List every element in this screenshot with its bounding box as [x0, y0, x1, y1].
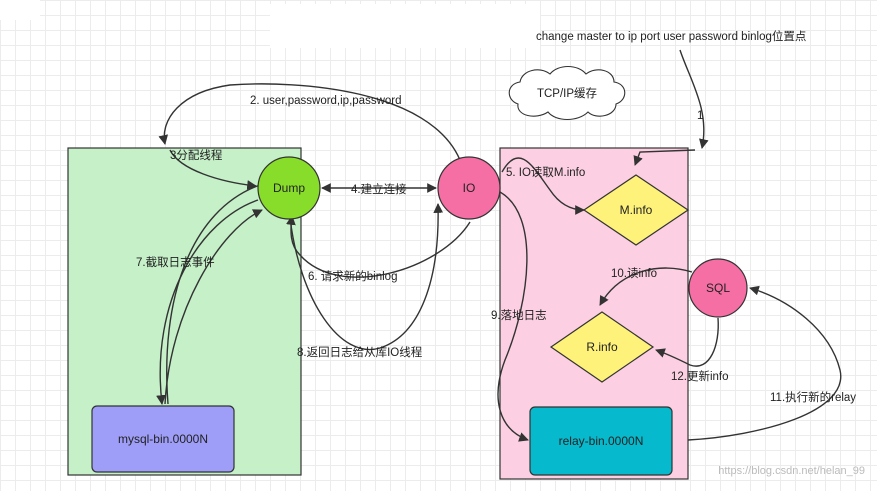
edge-12-label: 12.更新info [671, 369, 729, 383]
io-label: IO [463, 181, 476, 195]
edge-1-label: 1 [697, 110, 703, 122]
edge-8-label: 8.返回日志给从库IO线程 [297, 345, 423, 359]
edge-2 [158, 83, 461, 161]
edge-4-label: 4.建立连接 [351, 182, 407, 196]
edge-5-label: 5. IO读取M.info [506, 165, 585, 179]
edge-5 [501, 157, 585, 215]
blur-patch [270, 4, 540, 48]
io-node [437, 156, 501, 220]
edge-3 [169, 149, 257, 190]
edge-2-label: 2. user,password,ip,password [250, 95, 402, 107]
top-command-text: change master to ip port user password b… [536, 29, 806, 43]
edge-12 [655, 317, 719, 367]
edge-10-label: 10.读info [611, 266, 657, 280]
edge-7b [164, 209, 263, 405]
sql-label: SQL [706, 281, 730, 295]
edge-1b [633, 149, 696, 166]
edge-6-label: 6. 请求新的binlog [308, 269, 397, 283]
edge-7c [166, 184, 261, 405]
edge-3-label: 3分配线程 [170, 148, 223, 162]
mysqlbin-label: mysql-bin.0000N [118, 432, 208, 446]
relaybin-box [529, 406, 673, 476]
dump-node [257, 156, 321, 220]
mysqlbin-box [91, 405, 235, 473]
edge-9 [497, 191, 529, 442]
edge-6 [286, 215, 471, 278]
watermark: https://blog.csdn.net/helan_99 [718, 465, 865, 477]
cloud-label: TCP/IP缓存 [537, 86, 597, 100]
relaybin-label: relay-bin.0000N [559, 434, 644, 448]
edge-7a [156, 199, 259, 405]
edge-10 [599, 267, 693, 306]
edge-7-label: 7.截取日志事件 [136, 255, 215, 269]
edge-9-label: 9.落地日志 [491, 309, 547, 322]
blur-patch-left [0, 0, 40, 20]
edge-11-label: 11.执行新的relay [770, 390, 856, 404]
dump-label: Dump [273, 181, 305, 195]
rinfo-diamond [549, 311, 655, 383]
sql-node [688, 258, 748, 318]
edge-8 [289, 203, 444, 351]
edge-1 [679, 49, 709, 149]
minfo-label: M.info [620, 203, 653, 217]
minfo-diamond [582, 174, 690, 246]
tcp-cloud [508, 65, 626, 121]
rinfo-label: R.info [586, 340, 618, 354]
edge-11 [687, 285, 842, 441]
